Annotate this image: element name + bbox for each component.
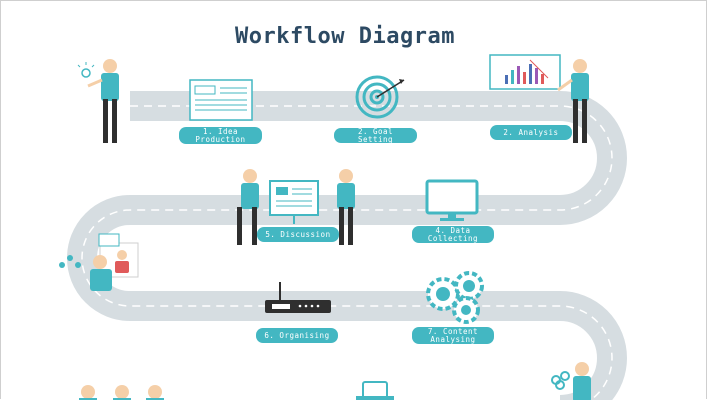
step-label-idea-production: 1. Idea Production (179, 127, 262, 144)
page-title: Workflow Diagram (235, 24, 455, 49)
target-icon (355, 75, 405, 119)
step-label-data-collecting: 4. Data Collecting (412, 226, 494, 243)
document-icon (189, 79, 253, 121)
step-label-organising: 6. Organising (256, 328, 338, 343)
step-label-discussion: 5. Discussion (257, 227, 339, 242)
step-label-goal-setting: 2. Goal Setting (334, 127, 417, 143)
road (67, 91, 627, 400)
team-figures (79, 385, 164, 400)
step-label-content-analysing: 7. Content Analysing (412, 327, 494, 344)
router-icon (265, 282, 331, 313)
video-call-icon (59, 233, 139, 291)
monitor-icon (425, 179, 479, 221)
presenter-right-figure (337, 169, 355, 245)
analyst-person-figure (557, 59, 589, 143)
presentation-screen-icon (269, 180, 319, 224)
step-label-analysis: 2. Analysis (490, 125, 572, 140)
printer-icon (356, 381, 394, 400)
lightbulb-icon (77, 62, 95, 78)
presenter-left-figure (237, 169, 259, 245)
gears-people-icon (426, 271, 484, 324)
bar-chart-board-icon (489, 54, 561, 90)
engineer-person-figure (551, 362, 591, 400)
idea-person-figure (87, 59, 119, 143)
